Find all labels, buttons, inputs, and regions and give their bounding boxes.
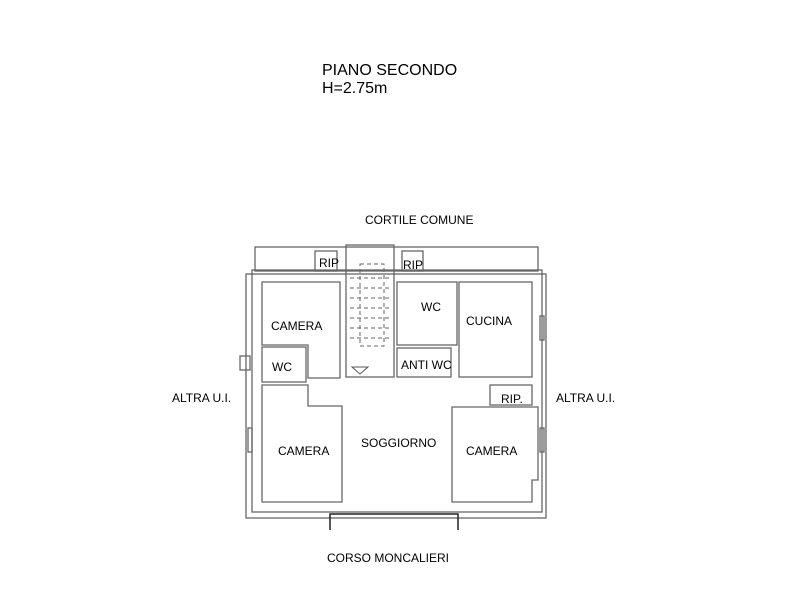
label-top: CORTILE COMUNE [365,213,474,227]
floor-title: PIANO SECONDO [322,62,458,79]
stairwell [345,244,395,378]
room-label-camera-bottom-left: CAMERA [278,444,330,458]
top-balcony [254,246,539,272]
rip-mid-right-room [489,384,533,406]
outer-wall [251,269,543,513]
window-right-top [539,315,545,341]
camera-bottom-right-room [451,406,539,503]
window-left-bottom [247,427,253,453]
camera-top-left-room [261,281,341,379]
outer-wall-outer [245,273,547,519]
rip-left-room [314,250,338,272]
label-right: ALTRA U.I. [556,391,616,405]
room-label-rip-right: RIP [403,258,424,272]
cucina-room [458,281,533,378]
room-label-camera-top-left: CAMERA [271,319,323,333]
bottom-balcony [329,513,459,530]
room-label-wc-right: WC [421,300,441,314]
label-left: ALTRA U.I. [172,391,232,405]
room-label-soggiorno: SOGGIORNO [361,436,437,450]
camera-bottom-left-room [261,384,343,503]
room-label-wc-left: WC [272,360,292,374]
rip-right-room [401,250,424,272]
room-label-camera-bottom-right: CAMERA [466,444,518,458]
wc-left-room [261,346,307,383]
room-label-rip-mid-right: RIP. [501,392,523,406]
ceiling-height: H=2.75m [322,80,388,97]
window-left [239,355,251,371]
room-label-cucina: CUCINA [466,314,513,328]
room-label-anti-wc: ANTI WC [401,358,452,372]
label-bottom: CORSO MONCALIERI [327,551,450,565]
window-right-bottom [539,427,545,453]
wc-right-room [396,281,458,346]
anti-wc-room [396,347,452,378]
room-label-rip-left: RIP [319,256,340,270]
stairs [350,263,392,375]
